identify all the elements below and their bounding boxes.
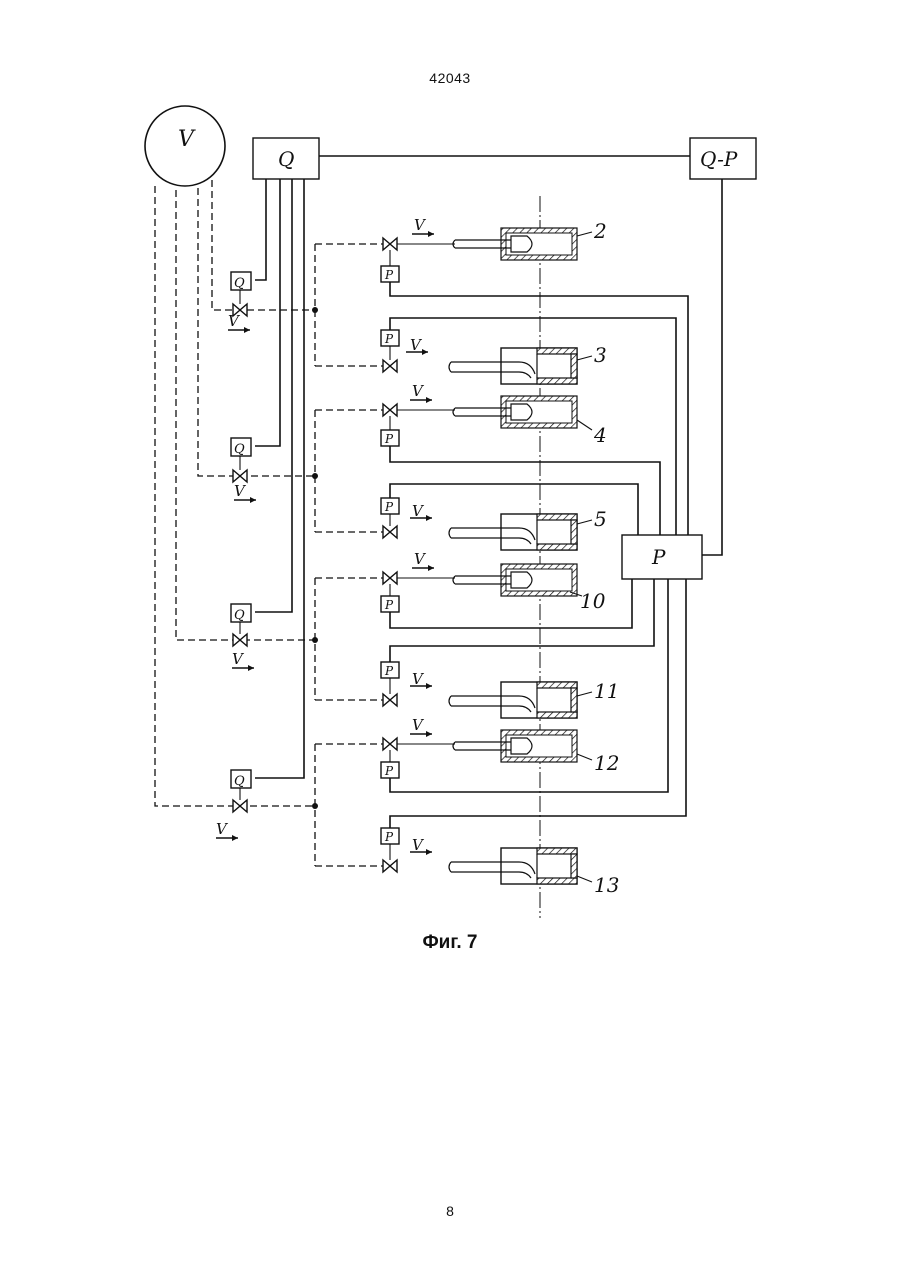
svg-text:Q: Q bbox=[234, 608, 245, 623]
unit-12-label: 12 bbox=[594, 751, 619, 775]
svg-text:V: V bbox=[412, 836, 425, 854]
svg-text:P: P bbox=[384, 764, 394, 778]
controller-qp-label: Q-P bbox=[700, 147, 738, 171]
svg-text:V: V bbox=[412, 670, 425, 688]
unit-3-label: 3 bbox=[594, 343, 607, 367]
branch-unit-4: P V 4 bbox=[315, 382, 607, 447]
svg-text:V: V bbox=[234, 482, 247, 500]
svg-text:V: V bbox=[414, 216, 427, 234]
svg-text:V: V bbox=[414, 550, 427, 568]
svg-text:V: V bbox=[412, 716, 425, 734]
left-valve-group-2: Q V bbox=[231, 438, 256, 503]
branch-unit-5: P V 5 bbox=[315, 498, 607, 550]
branch-unit-2: P V 2 bbox=[315, 216, 607, 282]
branch-unit-11: P V 11 bbox=[315, 662, 619, 718]
branch-unit-13: P V 13 bbox=[315, 828, 619, 897]
svg-text:P: P bbox=[384, 830, 394, 844]
svg-text:P: P bbox=[384, 332, 394, 346]
left-valve-group-3: Q V bbox=[231, 604, 254, 671]
svg-text:P: P bbox=[384, 500, 394, 514]
svg-text:Q: Q bbox=[234, 774, 245, 789]
svg-text:V: V bbox=[228, 312, 241, 330]
branch-unit-10: P V 10 bbox=[315, 550, 606, 613]
page-number: 8 bbox=[0, 1203, 900, 1219]
svg-text:Q: Q bbox=[234, 276, 245, 291]
svg-text:P: P bbox=[384, 268, 394, 282]
svg-text:P: P bbox=[384, 664, 394, 678]
unit-13-label: 13 bbox=[594, 873, 619, 897]
svg-text:V: V bbox=[412, 382, 425, 400]
branch-unit-12: P V 12 bbox=[315, 716, 619, 778]
unit-5-label: 5 bbox=[594, 507, 607, 531]
unit-11-label: 11 bbox=[594, 679, 619, 703]
svg-text:V: V bbox=[232, 650, 245, 668]
svg-text:V: V bbox=[216, 820, 229, 838]
controller-q-label: Q bbox=[278, 147, 294, 171]
svg-text:V: V bbox=[410, 336, 423, 354]
figure-caption: Фиг. 7 bbox=[0, 932, 900, 954]
gas-source-label: V bbox=[178, 127, 196, 152]
left-valve-group-1: Q V bbox=[228, 272, 251, 333]
unit-2-label: 2 bbox=[593, 219, 607, 243]
unit-4-label: 4 bbox=[593, 423, 607, 447]
unit-10-label: 10 bbox=[580, 589, 606, 613]
branch-unit-3: P V 3 bbox=[315, 330, 607, 384]
svg-text:P: P bbox=[384, 598, 394, 612]
svg-text:P: P bbox=[384, 432, 394, 446]
controller-p-label: P bbox=[651, 545, 666, 569]
svg-text:V: V bbox=[412, 502, 425, 520]
svg-text:Q: Q bbox=[234, 442, 245, 457]
